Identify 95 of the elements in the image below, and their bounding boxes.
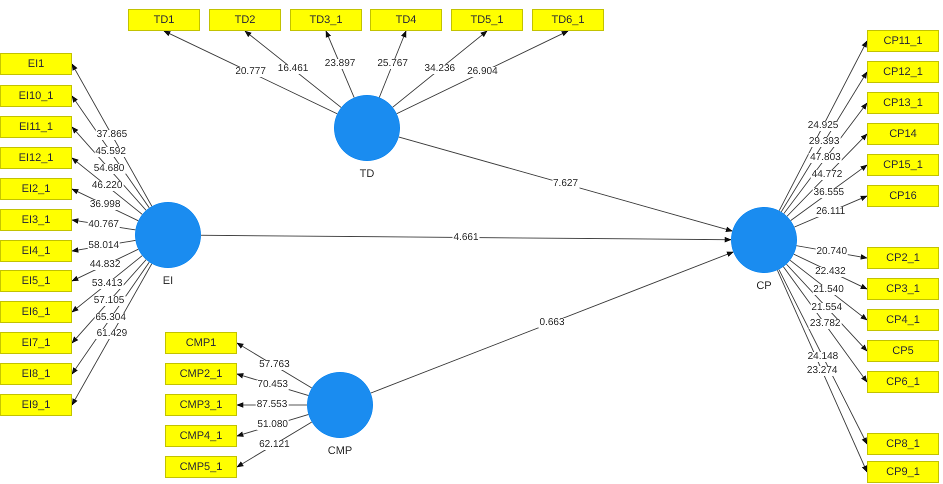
edge-label: 53.413 — [90, 278, 124, 289]
arrow — [378, 30, 406, 98]
indicator-box: EI7_1 — [0, 332, 72, 354]
arrow — [786, 134, 868, 217]
indicator-box: CMP5_1 — [165, 456, 237, 478]
indicator-box: CP6_1 — [867, 371, 939, 393]
latent-variable-label: TD — [360, 169, 374, 180]
indicator-box: EI1 — [0, 53, 72, 75]
indicator-box: TD4 — [370, 9, 442, 31]
indicator-box: CP13_1 — [867, 92, 939, 114]
indicator-box: CP15_1 — [867, 154, 939, 176]
edge-label: 54.680 — [92, 164, 126, 174]
indicator-box: EI10_1 — [0, 85, 72, 107]
arrow — [778, 268, 868, 445]
edge-label: 57.105 — [92, 296, 126, 306]
indicator-box: TD3_1 — [290, 9, 362, 31]
indicator-box: EI8_1 — [0, 363, 72, 385]
edge-label: 36.555 — [812, 188, 846, 198]
arrow — [370, 251, 734, 394]
indicator-box: CP3_1 — [867, 278, 939, 300]
indicator-box: CMP4_1 — [165, 425, 237, 447]
indicator-box: EI11_1 — [0, 116, 72, 138]
edge-label: 24.925 — [806, 120, 840, 131]
edge-label: 7.627 — [552, 179, 580, 189]
arrow — [72, 263, 152, 406]
edge-label: 34.236 — [424, 64, 456, 74]
indicator-box: CP16 — [867, 185, 939, 207]
indicator-box: CMP3_1 — [165, 394, 237, 416]
edge-label: 44.832 — [88, 260, 122, 270]
edge-label: 4.661 — [452, 232, 480, 242]
edge-label: 23.897 — [324, 59, 356, 70]
arrow — [392, 30, 488, 108]
edge-label: 22.432 — [814, 266, 847, 277]
arrow — [200, 234, 732, 242]
latent-variable-label: EI — [162, 276, 174, 287]
arrow — [163, 30, 338, 114]
edge-label: 24.148 — [806, 352, 840, 362]
arrow — [398, 136, 733, 232]
arrow — [326, 30, 355, 98]
edge-label: 21.554 — [810, 302, 844, 313]
edge-label: 0.663 — [538, 318, 566, 328]
edge-label: 26.904 — [466, 67, 499, 78]
edge-label: 23.274 — [806, 366, 838, 376]
edge-label: 40.767 — [87, 220, 120, 230]
indicator-box: EI12_1 — [0, 147, 72, 169]
indicator-box: CP9_1 — [867, 461, 939, 483]
indicator-box: CMP1 — [165, 332, 237, 354]
arrow — [244, 30, 342, 108]
edge-label: 47.803 — [809, 153, 842, 164]
edge-label: 36.998 — [88, 200, 122, 210]
indicator-box: CMP2_1 — [165, 363, 237, 385]
edge-label: 58.014 — [87, 240, 120, 251]
edge-label: 44.772 — [810, 170, 844, 180]
edge-label: 20.740 — [815, 246, 848, 257]
arrow — [782, 266, 868, 383]
edge-label: 29.393 — [808, 136, 840, 147]
edge-label: 65.304 — [94, 313, 127, 324]
indicator-box: TD5_1 — [451, 9, 523, 31]
indicator-box: EI6_1 — [0, 301, 72, 323]
indicator-box: TD2 — [209, 9, 281, 31]
indicator-box: CP11_1 — [867, 30, 939, 52]
indicator-box: CP12_1 — [867, 61, 939, 83]
edge-label: 45.592 — [94, 146, 127, 157]
edge-label: 16.461 — [276, 64, 310, 74]
arrow — [396, 30, 569, 114]
arrow — [778, 40, 868, 212]
indicator-box: CP4_1 — [867, 309, 939, 331]
indicator-box: CP8_1 — [867, 433, 939, 455]
indicator-box: TD1 — [128, 9, 200, 31]
indicator-box: EI2_1 — [0, 178, 72, 200]
edge-label: 21.540 — [812, 285, 845, 296]
indicator-box: EI9_1 — [0, 394, 72, 416]
indicator-box: CP2_1 — [867, 247, 939, 269]
indicator-box: EI3_1 — [0, 209, 72, 231]
edge-label: 51.080 — [256, 420, 289, 430]
edge-label: 87.553 — [256, 400, 288, 410]
edge-label: 70.453 — [256, 380, 289, 390]
indicator-box: EI5_1 — [0, 270, 72, 292]
indicator-box: TD6_1 — [532, 9, 604, 31]
arrow — [776, 270, 868, 473]
indicator-box: CP5 — [867, 340, 939, 362]
edge-label: 46.220 — [90, 181, 124, 192]
indicator-box: EI4_1 — [0, 240, 72, 262]
edge-label: 20.777 — [234, 67, 267, 78]
edge-label: 26.111 — [815, 206, 846, 217]
edge-label: 25.767 — [376, 59, 409, 70]
edge-label: 23.782 — [808, 319, 842, 330]
edge-label: 57.763 — [258, 360, 291, 370]
edge-label: 61.429 — [96, 329, 128, 340]
arrow — [72, 63, 152, 207]
edge-label: 37.865 — [96, 130, 128, 140]
latent-variable-label: CP — [756, 281, 772, 292]
indicator-box: CP14 — [867, 123, 939, 145]
latent-variable-label: CMP — [328, 446, 352, 457]
edge-label: 62.121 — [258, 440, 291, 450]
